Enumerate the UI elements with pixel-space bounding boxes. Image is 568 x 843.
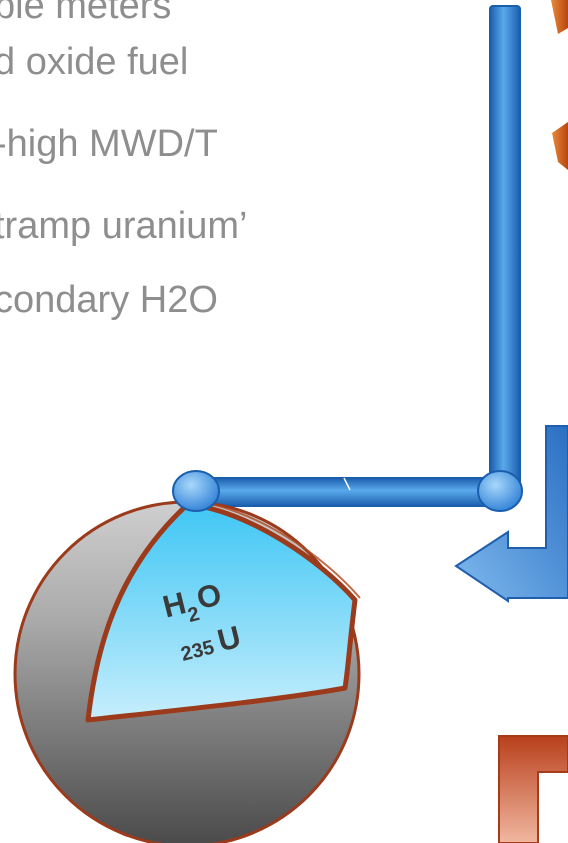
vertical-pipe — [489, 5, 521, 493]
bullet-text-3: -high MWD/T — [0, 123, 218, 165]
bullet-text-2: d oxide fuel — [0, 41, 189, 83]
formula-subscript: 2 — [186, 603, 202, 627]
fuel-sphere: H 2 O 235 U — [13, 499, 361, 843]
joint-left — [172, 470, 220, 512]
bullet-marker-icon — [551, 0, 568, 34]
horizontal-pipe — [189, 477, 511, 507]
bullet-text-1: ble meters — [0, 0, 172, 27]
joint-right — [477, 470, 523, 512]
pipe-highlight — [343, 477, 351, 491]
bullet-marker-icon — [552, 122, 568, 170]
bullet-text-4: tramp uranium’ — [0, 205, 248, 247]
bullet-text-5: condary H2O — [0, 279, 218, 321]
box-outline-icon — [498, 735, 568, 843]
water-cutaway — [85, 501, 358, 723]
return-arrow-icon — [454, 425, 568, 603]
